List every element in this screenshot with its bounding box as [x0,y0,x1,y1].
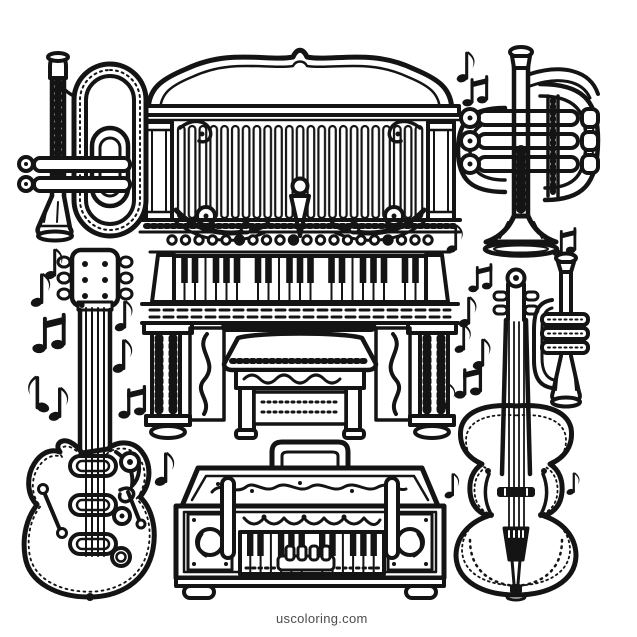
music-note-icon [26,373,50,414]
music-note-icon [154,450,177,488]
violin-icon [453,267,579,602]
music-note-icon [32,315,65,353]
music-note-icon [446,223,465,254]
music-note-icon [468,262,494,294]
tuba-icon [17,51,149,243]
pipe-organ-icon [138,47,462,440]
music-note-icon [444,471,461,500]
watermark-text: uscoloring.com [276,611,368,626]
music-note-icon [454,364,484,401]
organ-stop-knobs [166,234,434,246]
music-note-icon [462,74,490,109]
music-note-icon [112,337,134,374]
organ-keyboard [172,254,428,304]
small-trumpet-icon [532,251,590,409]
music-note-icon [566,471,581,496]
music-note-icon [48,385,70,422]
organ-bench-icon [221,331,379,440]
guitar-icon [21,247,157,601]
portable-organ-icon [173,439,447,600]
trumpet-icon [455,45,601,258]
music-note-icon [30,271,52,308]
music-note-icon [458,294,479,328]
music-note-icon [118,384,148,421]
